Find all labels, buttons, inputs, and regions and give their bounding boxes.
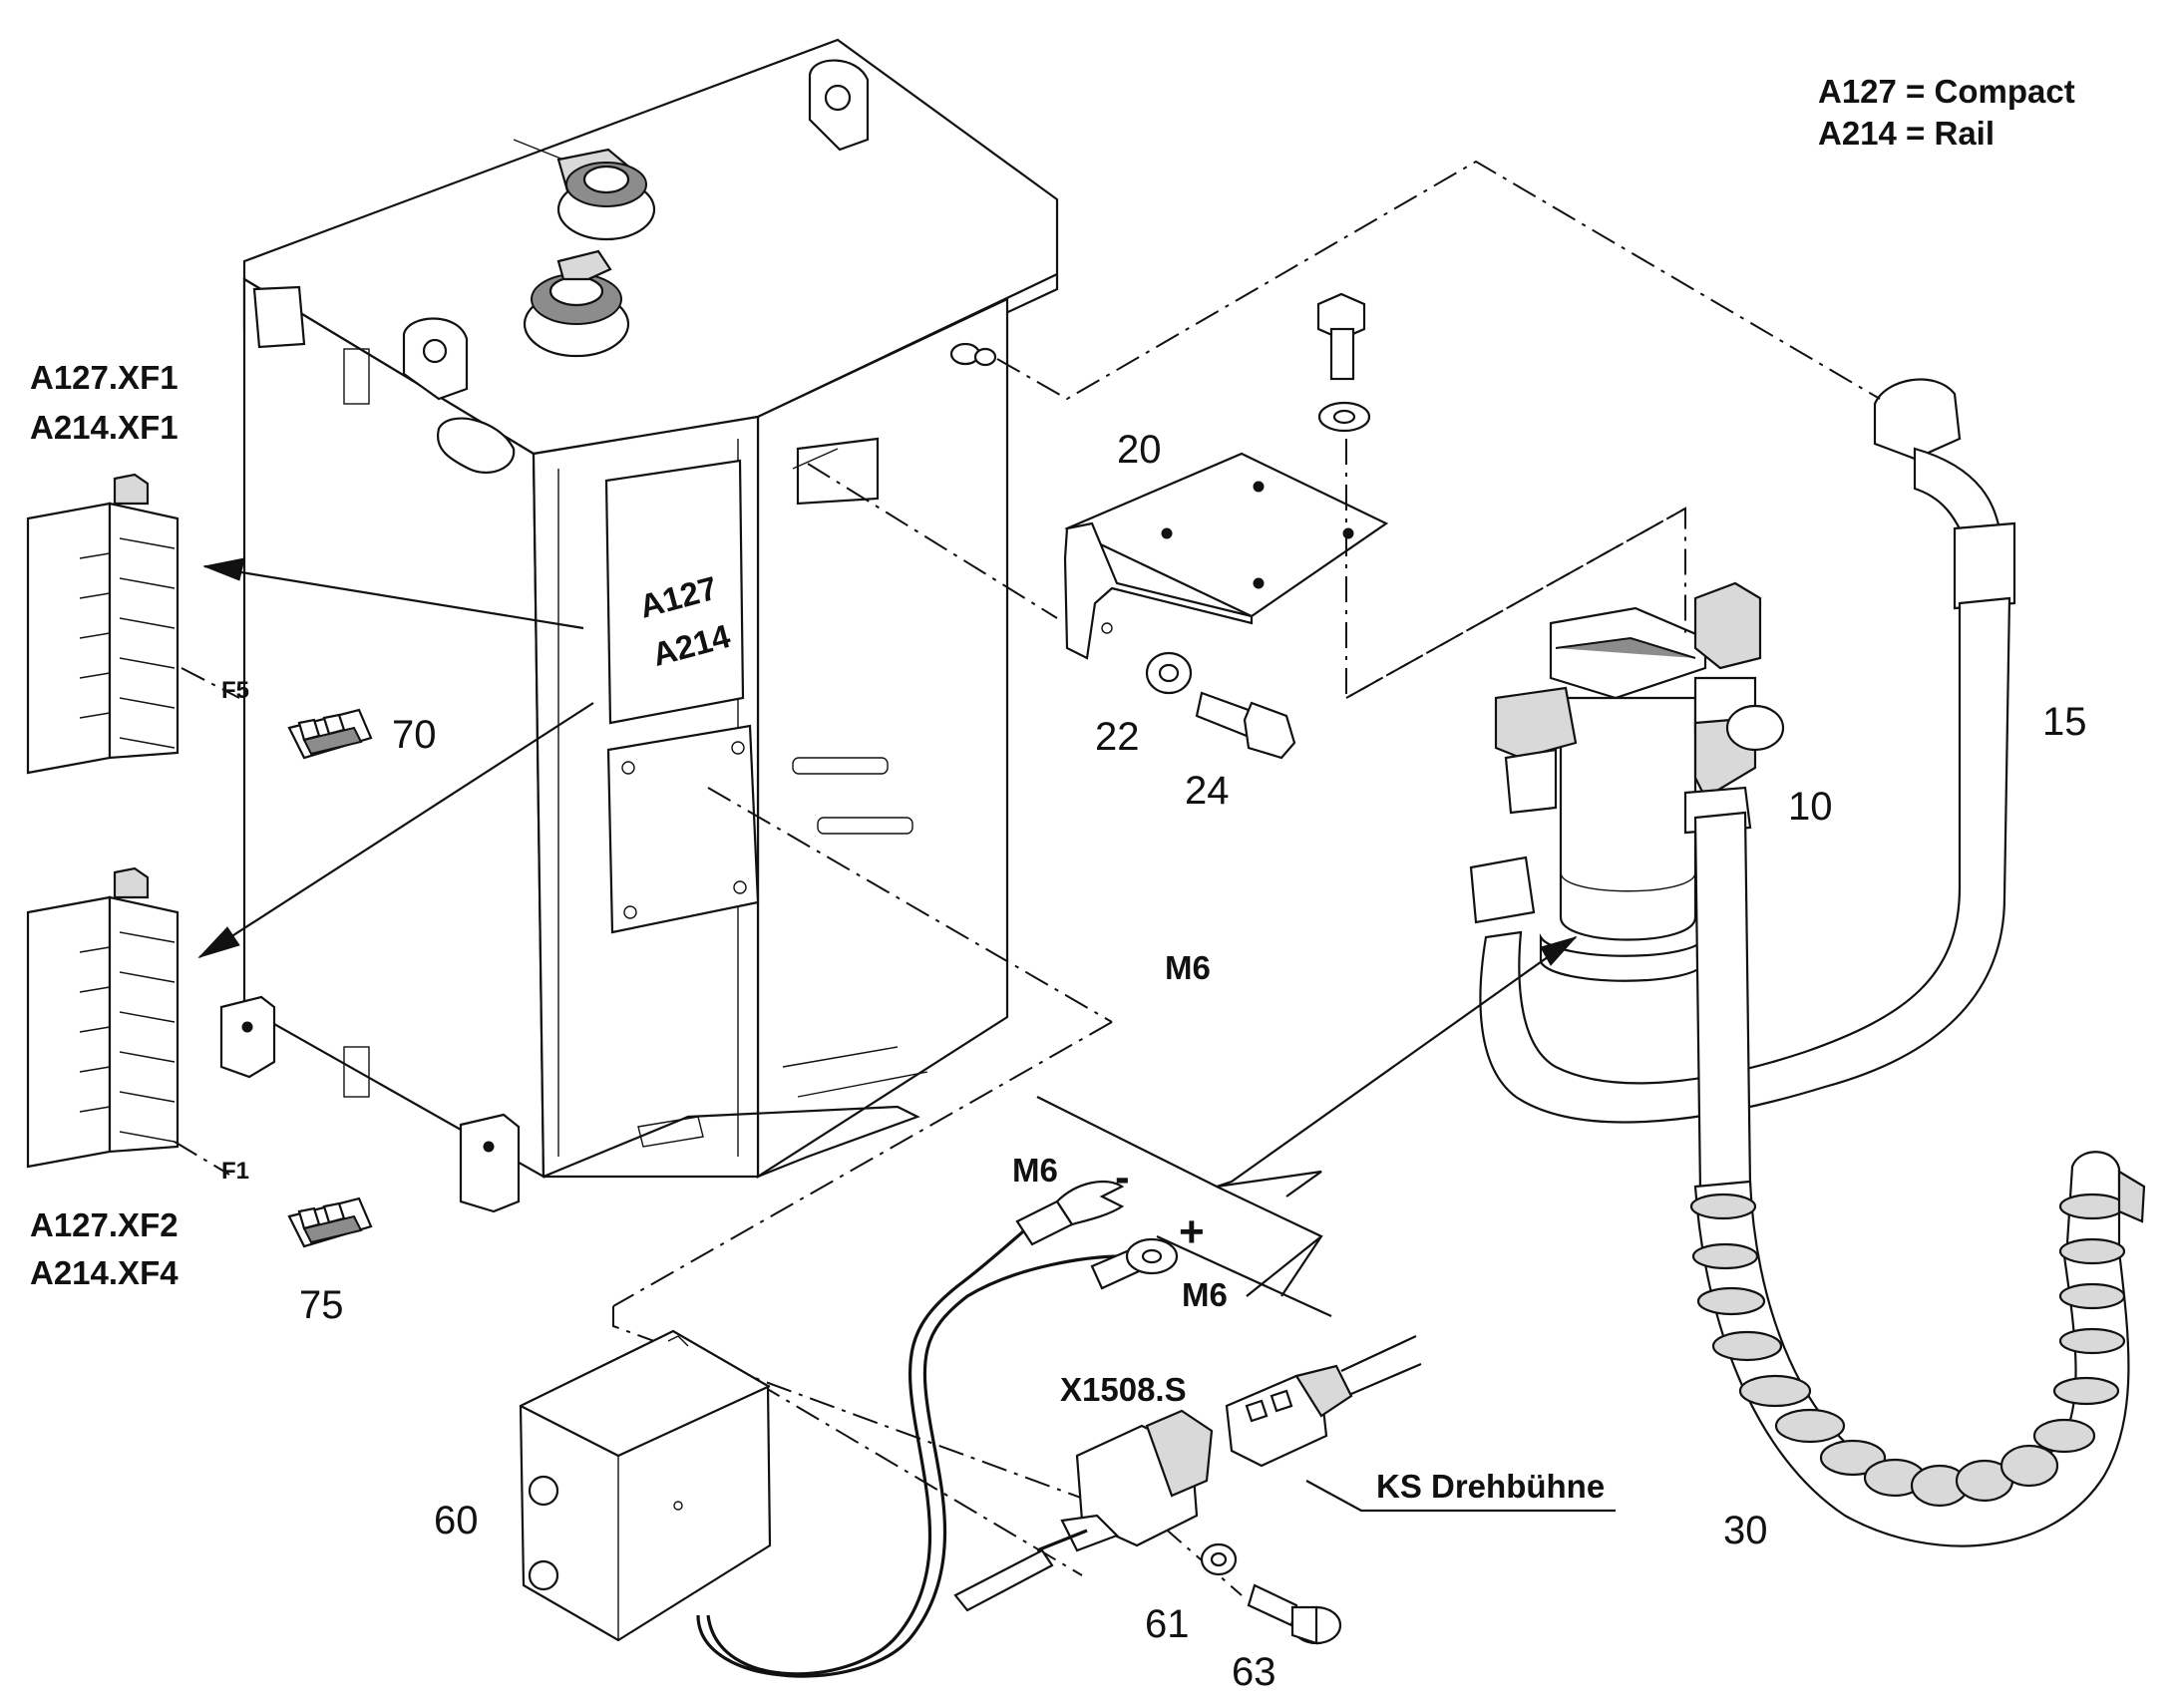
- foot-front: [459, 1113, 521, 1213]
- callout-m6-center: M6: [1165, 949, 1211, 986]
- fuse-block-upper: [26, 473, 180, 775]
- fuse-label-f1: F1: [221, 1158, 249, 1185]
- connector-ks-drehbuehne: [1225, 1335, 1422, 1468]
- washer-22: [1145, 651, 1193, 695]
- connector-x1508: [953, 1409, 1214, 1612]
- part-number-60: 60: [434, 1499, 479, 1542]
- terminal-plus: [1090, 1237, 1179, 1290]
- fuse-block-lower-label-2: A214.XF4: [30, 1254, 179, 1291]
- part-number-30: 30: [1723, 1509, 1768, 1552]
- control-box-60: [519, 1329, 772, 1642]
- fuse-block-lower-label-1: A127.XF2: [30, 1206, 179, 1243]
- mounting-plate: [606, 724, 760, 934]
- legend-line-2: A214 = Rail: [1818, 115, 1995, 152]
- control-box-cable: [696, 1209, 1123, 1678]
- bracket-20: [1063, 452, 1389, 660]
- part-numbers: 10 15 20 22 24 30 60 61 63 70 75: [299, 428, 2087, 1694]
- fuse-block-upper-label-1: A127.XF1: [30, 359, 179, 396]
- filler-caps: [513, 139, 997, 367]
- screw-63: [1247, 1583, 1342, 1645]
- callouts: M6 M6 M6 - + X1508.S KS Drehbühne: [1012, 949, 1605, 1505]
- filter-10: [1469, 581, 1785, 982]
- hose-10-vertical: [1693, 811, 1752, 1194]
- callout-m6-top: M6: [1012, 1152, 1058, 1189]
- label-panel: [604, 459, 745, 725]
- hose-30: [1689, 1151, 2146, 1547]
- callout-minus: -: [1115, 1153, 1130, 1201]
- part-number-63: 63: [1232, 1650, 1276, 1694]
- callout-connector-x1508: X1508.S: [1060, 1371, 1187, 1408]
- arrow-lines: [174, 557, 594, 1176]
- callout-plus: +: [1179, 1207, 1205, 1256]
- part-number-22: 22: [1095, 715, 1140, 759]
- blade-fuse-70: [287, 708, 373, 760]
- fuse-block-lower: [26, 866, 180, 1169]
- part-number-10: 10: [1788, 785, 1833, 829]
- callout-ks-drehbuehne: KS Drehbühne: [1376, 1468, 1605, 1505]
- legend: A127 = Compact A214 = Rail: [1818, 73, 2075, 152]
- part-number-24: 24: [1185, 769, 1230, 813]
- legend-line-1: A127 = Compact: [1818, 73, 2075, 110]
- part-number-20: 20: [1117, 428, 1162, 472]
- guide-lines: [612, 160, 1881, 1596]
- bolt-top: [1316, 292, 1371, 433]
- foot-left: [219, 995, 276, 1079]
- washer-61: [1200, 1542, 1238, 1576]
- part-number-75: 75: [299, 1283, 344, 1327]
- bolt-24: [1195, 691, 1296, 760]
- part-number-61: 61: [1145, 1602, 1190, 1646]
- fuse-label-f5: F5: [221, 677, 249, 704]
- fuse-block-upper-label-2: A214.XF1: [30, 409, 179, 446]
- callout-m6-bottom: M6: [1182, 1276, 1228, 1313]
- hose-15: [1479, 378, 2016, 1124]
- cabinet: [219, 38, 1059, 1213]
- blade-fuse-75: [287, 1196, 373, 1248]
- part-number-15: 15: [2042, 700, 2087, 744]
- terminal-minus: [1015, 1180, 1125, 1246]
- part-number-70: 70: [392, 713, 437, 757]
